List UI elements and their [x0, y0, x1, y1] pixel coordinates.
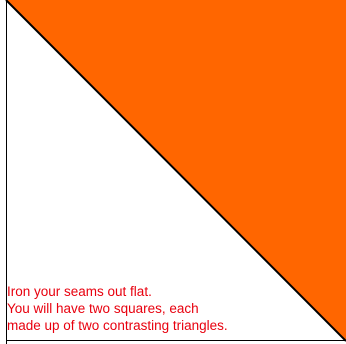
caption-line-3: made up of two contrasting triangles.: [7, 318, 228, 333]
caption-line-1: Iron your seams out flat.: [7, 284, 152, 299]
caption-line-2: You will have two squares, each: [7, 301, 199, 316]
diagonal-seam-line: [5, 0, 346, 342]
instruction-caption: Iron your seams out flat. You will have …: [7, 283, 307, 334]
